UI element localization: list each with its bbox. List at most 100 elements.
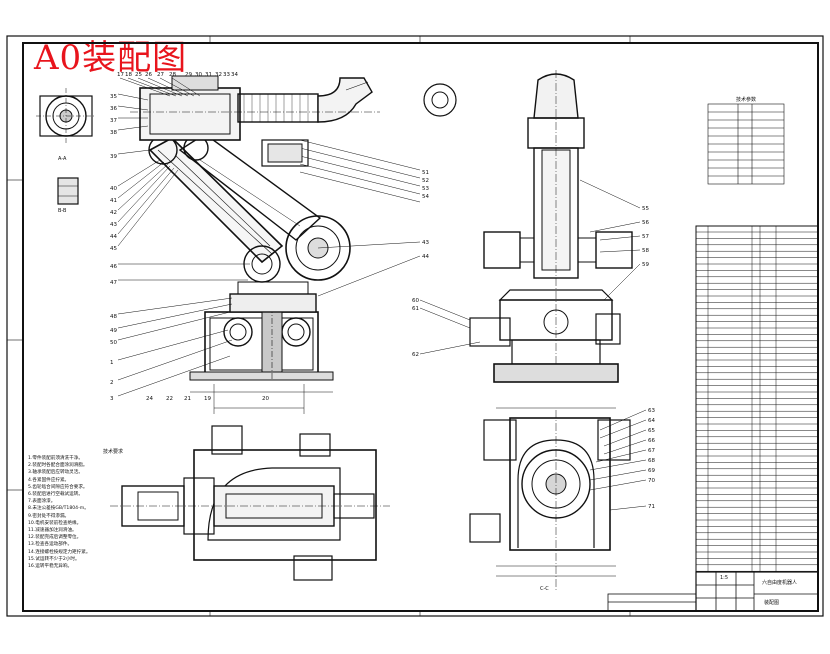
notes-list: 1.零件装配前须清洗干净。 2.装配时各配合面涂润滑脂。3.轴承装配后应转动灵活。… bbox=[28, 455, 178, 570]
side-view bbox=[469, 70, 633, 383]
note-item: 6.装配后进行空载试运转。 bbox=[28, 492, 83, 498]
border-ticks bbox=[7, 36, 631, 616]
callout-label: 22 bbox=[166, 396, 173, 402]
detail-view-middle bbox=[261, 83, 457, 167]
view-label: B-B bbox=[58, 208, 67, 214]
param-table-title: 技术参数 bbox=[736, 97, 757, 103]
callout-label: 1 bbox=[110, 360, 114, 366]
top-view-leaders bbox=[589, 409, 647, 511]
callout-label: 50 bbox=[110, 340, 117, 346]
note-item: 13.检查各运动部件。 bbox=[28, 542, 73, 548]
notes-title: 技术要求 bbox=[102, 449, 123, 455]
note-item: 5.齿轮啮合间隙应符合要求。 bbox=[28, 484, 88, 490]
callout-label: 67 bbox=[648, 448, 655, 454]
callout-label: 46 bbox=[110, 264, 117, 270]
callout-label: 43 bbox=[422, 240, 429, 246]
callout-label: 47 bbox=[110, 280, 117, 286]
callout-label: 26 bbox=[145, 72, 152, 78]
callout-label: 48 bbox=[110, 314, 117, 320]
callout-label: 34 bbox=[231, 72, 238, 78]
callout-label: 58 bbox=[642, 248, 649, 254]
note-item: 15.试运转不少于2小时。 bbox=[28, 556, 80, 562]
callout-label: 38 bbox=[110, 130, 117, 136]
side-leaders bbox=[419, 179, 641, 355]
title-block-name: 六自由度机器人 bbox=[762, 580, 798, 586]
callout-label: 56 bbox=[642, 220, 649, 226]
callout-label: 66 bbox=[648, 438, 655, 444]
callout-label: 40 bbox=[110, 186, 117, 192]
callout-label: 24 bbox=[146, 396, 153, 402]
parameter-table bbox=[707, 103, 785, 185]
callout-label: 36 bbox=[110, 106, 117, 112]
callout-label: 65 bbox=[648, 428, 655, 434]
callout-label: 30 bbox=[195, 72, 202, 78]
callout-label: 2 bbox=[110, 380, 114, 386]
callout-label: 37 bbox=[110, 118, 117, 124]
front-view bbox=[130, 75, 380, 414]
callout-label: 51 bbox=[422, 170, 429, 176]
note-item: 14.连接螺栓按规定力矩拧紧。 bbox=[28, 549, 91, 555]
callout-label: 61 bbox=[412, 306, 419, 312]
callout-label: 25 bbox=[135, 72, 142, 78]
callout-label: 52 bbox=[422, 178, 429, 184]
note-item: 8.未注公差按GB/T1804-m。 bbox=[28, 506, 89, 512]
callout-label: 60 bbox=[412, 298, 419, 304]
plan-view-bottom bbox=[110, 425, 390, 581]
callout-label: 20 bbox=[262, 396, 269, 402]
callout-label: 55 bbox=[642, 206, 649, 212]
callout-label: 17 bbox=[117, 72, 124, 78]
callout-label: 21 bbox=[184, 396, 191, 402]
view-label: A-A bbox=[58, 156, 67, 162]
callout-label: 32 bbox=[215, 72, 222, 78]
title-block-scale: 1:5 bbox=[720, 575, 729, 581]
callout-label: 18 bbox=[125, 72, 132, 78]
note-item: 4.各紧固件应拧紧。 bbox=[28, 477, 70, 483]
note-item: 2.装配时各配合面涂润滑脂。 bbox=[28, 463, 88, 469]
callout-label: 19 bbox=[204, 396, 211, 402]
callout-label: 42 bbox=[110, 210, 117, 216]
callout-label: 57 bbox=[642, 234, 649, 240]
callout-label: 35 bbox=[110, 94, 117, 100]
note-item: 16.运转平稳无异响。 bbox=[28, 564, 73, 570]
drawing-title: A0装配图 bbox=[34, 38, 188, 78]
front-leaders bbox=[117, 77, 421, 397]
callout-label: 31 bbox=[205, 72, 212, 78]
top-view-right bbox=[469, 407, 631, 590]
title-block-drawing-no: 装配图 bbox=[764, 600, 780, 606]
callout-label: 28 bbox=[169, 72, 176, 78]
parts-list bbox=[695, 225, 819, 573]
note-item: 10.电机安装前检查绝缘。 bbox=[28, 520, 82, 526]
callout-label: 43 bbox=[110, 222, 117, 228]
callout-label: 49 bbox=[110, 328, 117, 334]
callout-label: 63 bbox=[648, 408, 655, 414]
callout-label: 59 bbox=[642, 262, 649, 268]
note-item: 9.密封处不得渗漏。 bbox=[28, 513, 70, 519]
callout-label: 45 bbox=[110, 246, 117, 252]
callout-label: 41 bbox=[110, 198, 117, 204]
callout-label: 33 bbox=[223, 72, 230, 78]
callout-label: 68 bbox=[648, 458, 655, 464]
callout-label: 29 bbox=[185, 72, 192, 78]
note-item: 3.轴承装配后应转动灵活。 bbox=[28, 470, 83, 476]
note-item: 11.减速器加注润滑油。 bbox=[28, 528, 77, 534]
callout-label: 3 bbox=[110, 396, 114, 402]
callout-label: 53 bbox=[422, 186, 429, 192]
outer-border bbox=[6, 35, 824, 617]
view-label: C-C bbox=[540, 586, 549, 592]
callout-label: 71 bbox=[648, 504, 655, 510]
callout-label: 44 bbox=[110, 234, 117, 240]
callout-label: 27 bbox=[157, 72, 164, 78]
callout-label: 69 bbox=[648, 468, 655, 474]
note-item: 12.装配完成后调整零位。 bbox=[28, 535, 82, 541]
callout-label: 44 bbox=[422, 254, 429, 260]
title-block bbox=[607, 571, 819, 612]
detail-view-left bbox=[36, 88, 96, 205]
callout-label: 64 bbox=[648, 418, 655, 424]
note-item: 7.表面涂漆。 bbox=[28, 499, 56, 505]
callout-label: 62 bbox=[412, 352, 419, 358]
callout-label: 54 bbox=[422, 194, 429, 200]
callout-label: 70 bbox=[648, 478, 655, 484]
note-item: 1.零件装配前须清洗干净。 bbox=[28, 456, 83, 461]
